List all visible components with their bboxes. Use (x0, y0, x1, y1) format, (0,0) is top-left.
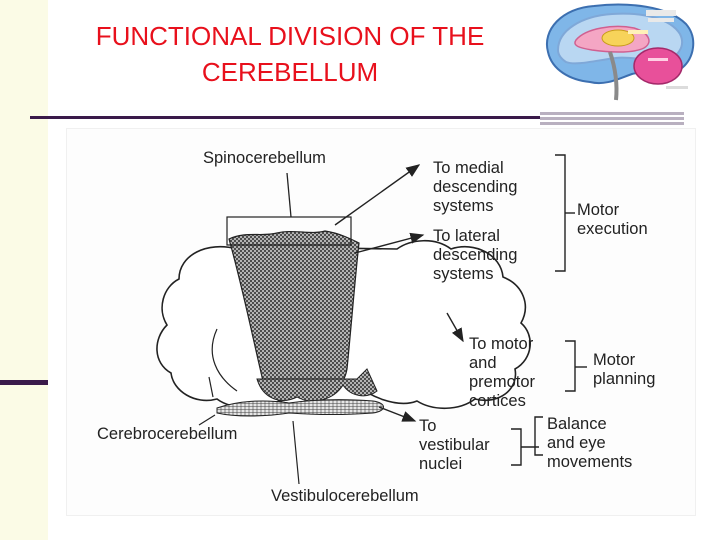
left-decor-bar (0, 0, 48, 540)
slide-title: FUNCTIONAL DIVISION OF THE CEREBELLUM (95, 21, 485, 87)
label-cerebrocerebellum: Cerebrocerebellum (97, 425, 238, 443)
label-spinocerebellum: Spinocerebellum (203, 149, 326, 167)
label-balance: Balance and eye movements (547, 415, 633, 471)
label-motor-planning: Motor planning (593, 351, 656, 388)
spinocerebellum-box (226, 216, 352, 246)
label-vestibulocerebellum: Vestibulocerebellum (271, 487, 419, 505)
title-underline-accent (540, 112, 684, 126)
label-to-motor: To motor and premotor cortices (469, 335, 536, 410)
vestibulocerebellum-region (216, 399, 384, 417)
vermis-region (228, 230, 360, 395)
label-to-lateral: To lateral descending systems (433, 227, 518, 283)
label-to-medial: To medial descending systems (433, 159, 518, 215)
label-motor-execution: Motor execution (577, 201, 648, 238)
label-to-vestibular: To vestibular nuclei (419, 417, 490, 473)
brain-sagittal-section-icon (536, 0, 700, 104)
left-accent-line (0, 380, 48, 385)
title-underline (30, 116, 540, 119)
cerebellum-diagram: Spinocerebellum To medial descending sys… (66, 128, 696, 516)
